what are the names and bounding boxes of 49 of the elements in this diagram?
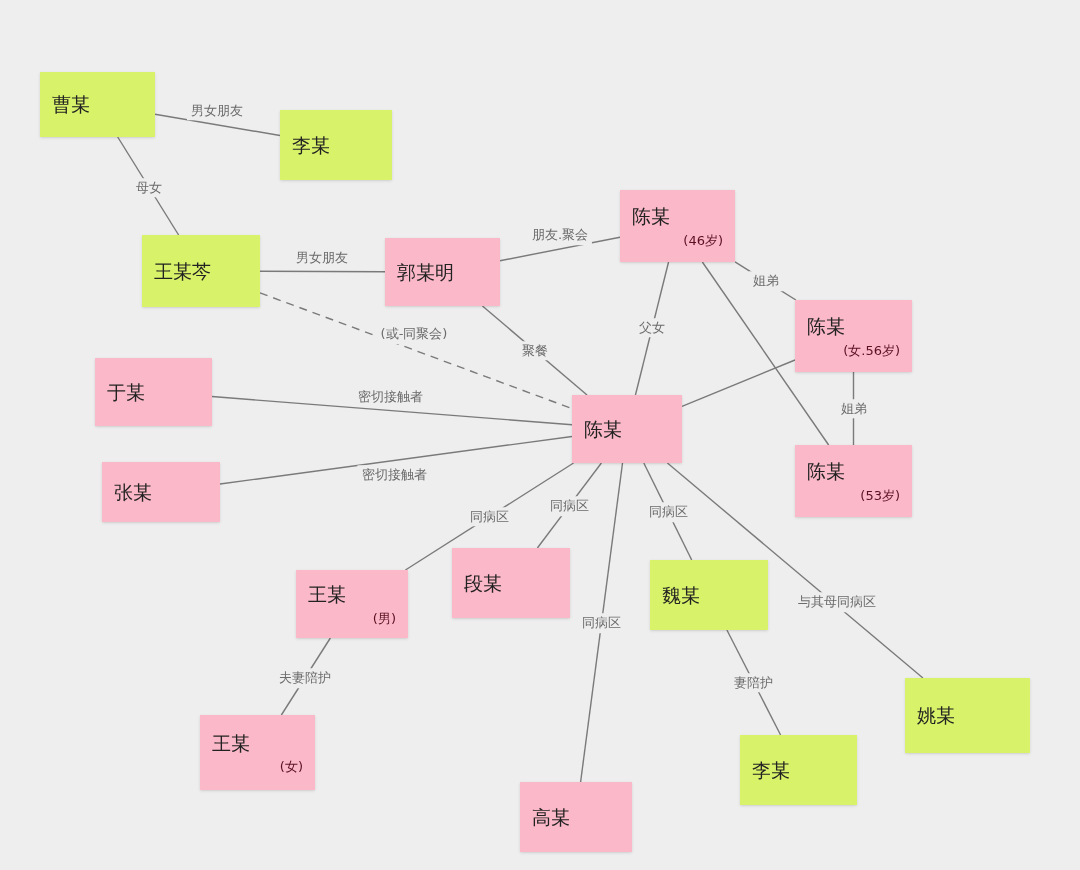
connector-line <box>666 462 924 679</box>
name-text: 陈某 <box>584 416 623 442</box>
connector-line <box>211 395 573 426</box>
note-detail: (女) <box>279 758 303 776</box>
name-text: 陈某 <box>807 314 846 339</box>
sticky-note <box>620 190 735 262</box>
sticky-note <box>452 548 570 618</box>
sticky-note <box>740 735 857 805</box>
name-text: 高某 <box>532 804 571 830</box>
sticky-note <box>520 782 632 852</box>
name-text: 李某 <box>292 132 331 158</box>
name-text: 曹某 <box>52 92 91 118</box>
sticky-note <box>142 235 260 307</box>
name-text: 于某 <box>107 379 146 405</box>
name-text: 王某 <box>308 582 347 607</box>
name-text: 郭某明 <box>397 259 455 285</box>
name-text: 陈某 <box>632 204 671 229</box>
note-detail: (女.56岁) <box>843 341 900 360</box>
sticky-note <box>795 445 912 517</box>
connector-line <box>154 113 281 137</box>
connector-line <box>499 236 621 262</box>
name-text: 陈某 <box>807 459 846 484</box>
note-detail: (男) <box>372 609 396 628</box>
sticky-note <box>905 678 1030 753</box>
connector-line <box>219 435 573 485</box>
name-text: 姚某 <box>917 703 956 729</box>
name-text: 段某 <box>464 570 503 596</box>
name-text: 魏某 <box>662 582 701 608</box>
name-text: 张某 <box>114 479 153 505</box>
name-text: 王某芩 <box>154 258 212 284</box>
connector-line <box>259 270 386 273</box>
note-detail: (46岁) <box>683 231 723 250</box>
connector-line <box>579 462 624 783</box>
sticky-note <box>385 238 500 306</box>
name-text: 王某 <box>212 730 251 756</box>
sticky-note <box>296 570 408 638</box>
edge-label: 姐弟 <box>748 271 783 291</box>
name-text: 李某 <box>752 757 791 783</box>
sticky-note <box>795 300 912 372</box>
sticky-note <box>102 462 220 522</box>
note-detail: (53岁) <box>860 486 900 505</box>
connector-line <box>701 261 830 446</box>
sticky-note <box>280 110 392 180</box>
sticky-note <box>200 715 315 790</box>
connector-line <box>681 359 796 408</box>
sticky-note <box>95 358 212 426</box>
sticky-note <box>572 395 682 463</box>
sticky-note <box>650 560 768 630</box>
sticky-note <box>40 72 155 137</box>
